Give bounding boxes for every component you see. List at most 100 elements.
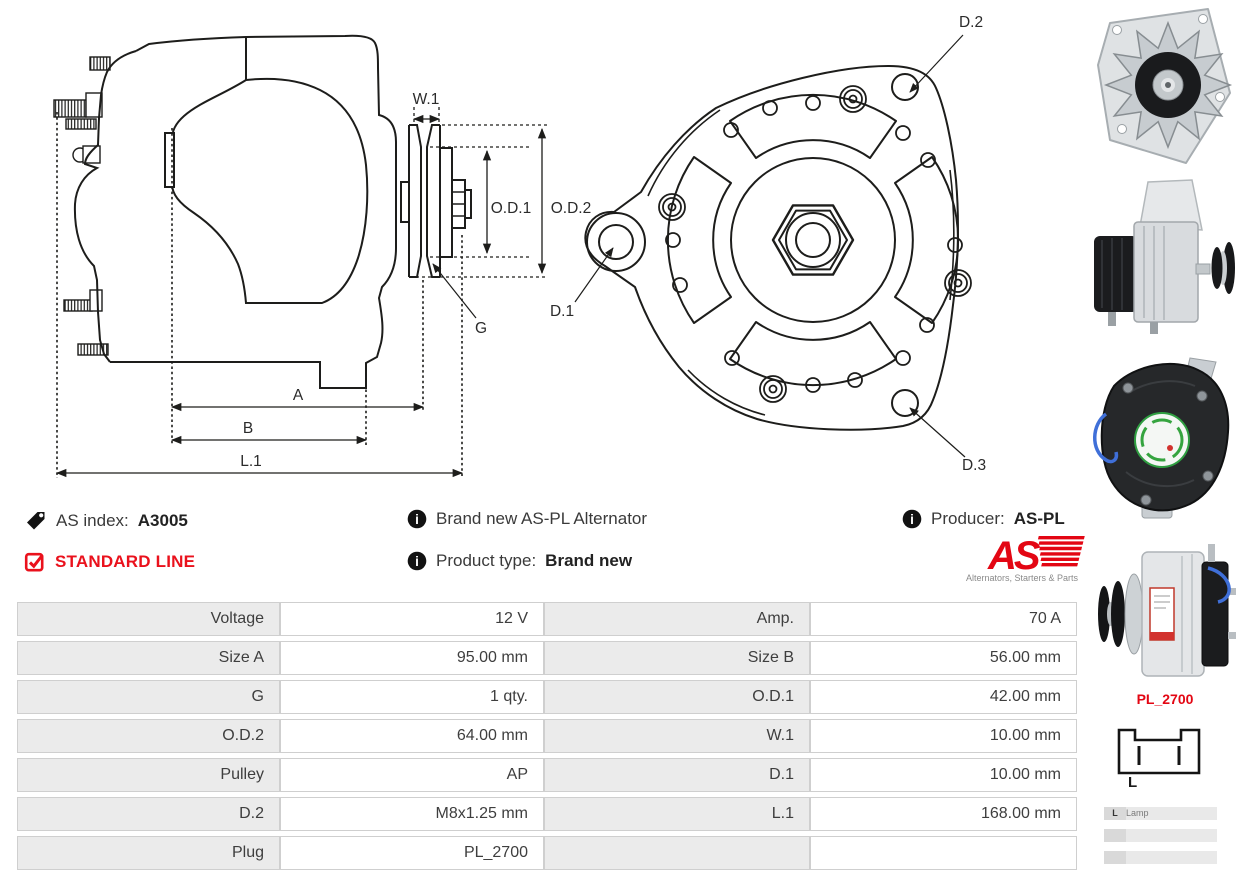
spec-label: Size A bbox=[17, 641, 280, 675]
spec-label: D.1 bbox=[544, 758, 810, 792]
product-photo-rear[interactable] bbox=[1090, 352, 1240, 527]
logo-tagline: Alternators, Starters & Parts bbox=[966, 573, 1079, 583]
shaft-nut bbox=[730, 157, 896, 323]
product-type: i Product type: Brand new bbox=[407, 551, 632, 571]
info-icon: i bbox=[407, 551, 427, 571]
dim-label-b: B bbox=[243, 420, 253, 437]
standard-line: STANDARD LINE bbox=[24, 551, 195, 573]
vent-holes bbox=[665, 95, 963, 393]
dim-label-d2: D.2 bbox=[959, 14, 983, 31]
spec-table: Voltage 12 V Amp. 70 A Size A 95.00 mm S… bbox=[17, 597, 1077, 875]
svg-text:i: i bbox=[415, 512, 419, 527]
as-index-label: AS index: bbox=[56, 510, 129, 530]
spec-value: 64.00 mm bbox=[280, 719, 544, 753]
leader-lines bbox=[574, 34, 966, 458]
producer-label: Producer: bbox=[931, 509, 1005, 528]
spec-value: 42.00 mm bbox=[810, 680, 1077, 714]
spec-value bbox=[810, 836, 1077, 870]
pin-desc bbox=[1126, 829, 1217, 842]
as-index: AS index: A3005 bbox=[24, 509, 188, 532]
spec-value: 10.00 mm bbox=[810, 719, 1077, 753]
plug-code: PL_2700 bbox=[1136, 691, 1194, 707]
spec-row: Size A 95.00 mm Size B 56.00 mm bbox=[17, 641, 1077, 675]
as-index-value: A3005 bbox=[137, 510, 188, 530]
spec-row: G 1 qty. O.D.1 42.00 mm bbox=[17, 680, 1077, 714]
dim-label-od2: O.D.2 bbox=[551, 200, 591, 217]
standard-line-label: STANDARD LINE bbox=[55, 552, 196, 571]
svg-text:i: i bbox=[910, 512, 914, 527]
technical-drawing: W.1 O.D.1 O.D.2 G A B L.1 D.1 D.2 D.3 bbox=[53, 14, 986, 478]
dimension-lines bbox=[55, 107, 547, 478]
logo-as-text: AS bbox=[987, 534, 1041, 578]
spec-label: Plug bbox=[17, 836, 280, 870]
spec-value: 1 qty. bbox=[280, 680, 544, 714]
product-photo-side-2[interactable] bbox=[1090, 540, 1240, 690]
spec-value: 56.00 mm bbox=[810, 641, 1077, 675]
pin-desc: Lamp bbox=[1126, 807, 1217, 820]
producer-info: i Producer: AS-PL bbox=[902, 509, 1065, 529]
spec-label: L.1 bbox=[544, 797, 810, 831]
spec-value: AP bbox=[280, 758, 544, 792]
vent-cutouts bbox=[666, 93, 960, 387]
spec-label: Pulley bbox=[17, 758, 280, 792]
spec-value: 168.00 mm bbox=[810, 797, 1077, 831]
pin-row bbox=[1104, 851, 1217, 864]
spec-label bbox=[544, 836, 810, 870]
spec-label: O.D.1 bbox=[544, 680, 810, 714]
product-type-value: Brand new bbox=[545, 551, 633, 570]
spec-value: 70 A bbox=[810, 602, 1077, 636]
pin-id bbox=[1104, 829, 1126, 842]
brand-info: i Brand new AS-PL Alternator bbox=[407, 509, 647, 529]
spec-label: O.D.2 bbox=[17, 719, 280, 753]
info-icon: i bbox=[407, 509, 427, 529]
dim-label-l1: L.1 bbox=[240, 453, 262, 470]
spec-value: 95.00 mm bbox=[280, 641, 544, 675]
plug-pin-table: L Lamp bbox=[1104, 798, 1217, 873]
dim-label-w1: W.1 bbox=[413, 91, 440, 108]
product-type-label: Product type: bbox=[436, 551, 537, 570]
spec-value: PL_2700 bbox=[280, 836, 544, 870]
checkbox-checked-icon bbox=[24, 552, 44, 572]
spec-value: M8x1.25 mm bbox=[280, 797, 544, 831]
spec-label: Size B bbox=[544, 641, 810, 675]
dim-label-a: A bbox=[293, 387, 304, 404]
blue-wire bbox=[1093, 412, 1119, 464]
mounting-studs bbox=[53, 56, 111, 356]
svg-text:i: i bbox=[415, 554, 419, 569]
producer-value: AS-PL bbox=[1013, 509, 1065, 528]
logo-stripes bbox=[1037, 536, 1085, 567]
spec-label: W.1 bbox=[544, 719, 810, 753]
product-photo-front[interactable] bbox=[1090, 5, 1240, 170]
blue-wire bbox=[1207, 566, 1231, 604]
plug-diagram bbox=[1117, 728, 1201, 775]
spec-label: Voltage bbox=[17, 602, 280, 636]
spec-row: Voltage 12 V Amp. 70 A bbox=[17, 602, 1077, 636]
dim-label-d3: D.3 bbox=[962, 457, 986, 474]
pin-desc bbox=[1126, 851, 1217, 864]
dim-label-d1: D.1 bbox=[550, 303, 574, 320]
spec-value: 12 V bbox=[280, 602, 544, 636]
dimension-labels: W.1 O.D.1 O.D.2 G A B L.1 D.1 D.2 D.3 bbox=[240, 14, 986, 474]
pin-id bbox=[1104, 851, 1126, 864]
dim-label-g: G bbox=[475, 320, 487, 337]
spec-row: Plug PL_2700 bbox=[17, 836, 1077, 870]
spec-value: 10.00 mm bbox=[810, 758, 1077, 792]
pulley bbox=[408, 124, 472, 278]
spec-label: Amp. bbox=[544, 602, 810, 636]
spec-row: D.2 M8x1.25 mm L.1 168.00 mm bbox=[17, 797, 1077, 831]
plug-pin-label: L bbox=[1128, 774, 1138, 791]
dim-label-od1: O.D.1 bbox=[491, 200, 531, 217]
spec-row: Pulley AP D.1 10.00 mm bbox=[17, 758, 1077, 792]
spec-label: G bbox=[17, 680, 280, 714]
product-photo-side[interactable] bbox=[1090, 178, 1240, 348]
brand-text: Brand new AS-PL Alternator bbox=[436, 509, 648, 528]
pin-row: L Lamp bbox=[1104, 807, 1217, 820]
as-pl-logo: AS Alternators, Starters & Parts bbox=[966, 534, 1085, 583]
spec-label: D.2 bbox=[17, 797, 280, 831]
spec-row: O.D.2 64.00 mm W.1 10.00 mm bbox=[17, 719, 1077, 753]
info-icon: i bbox=[902, 509, 922, 529]
alternator-side-view bbox=[53, 34, 472, 389]
pin-id: L bbox=[1104, 807, 1126, 820]
rivets bbox=[658, 85, 972, 403]
tag-icon bbox=[27, 512, 45, 530]
